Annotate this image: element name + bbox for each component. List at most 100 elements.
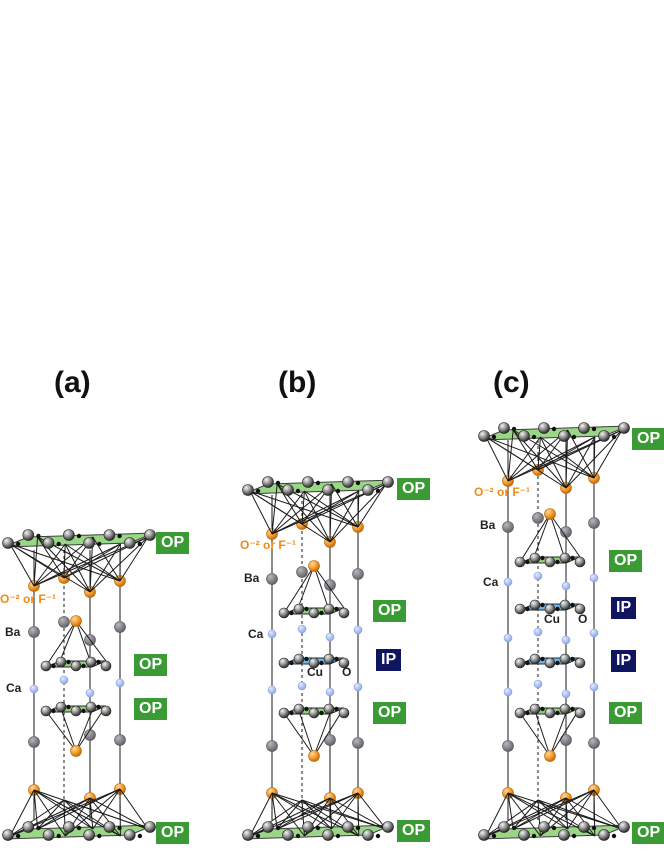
panel-a-mid1-pyramid-oxygen (71, 661, 81, 671)
panel-a-mid2-apical-anion (71, 746, 82, 757)
panel-b-top-oxygen-atom (383, 477, 394, 488)
panel-c-bottom-bond (594, 790, 622, 829)
panel-c-mid2-pyramid-oxygen (560, 704, 570, 714)
panel-a-mid2-pyramid-copper (81, 709, 85, 713)
panel-c-top-oxygen-atom (479, 431, 490, 442)
panel-b-bottom-oxygen-atom (283, 830, 294, 841)
panel-b-bottom-oxygen-atom (323, 830, 334, 841)
panel-c-bottom-copper-atom (572, 834, 576, 838)
panel-a-bottom-copper-atom (97, 834, 101, 838)
panel-c-top-oxygen-atom (559, 431, 570, 442)
panel-b-top-copper-atom (316, 481, 320, 485)
panel-b-top-copper-atom (356, 481, 360, 485)
panel-b-label: (b) (278, 366, 316, 400)
panel-c-ip2-ip-oxygen (560, 654, 570, 664)
panel-a-mid2-pyramid-edge (46, 711, 76, 751)
panel-c-cu-label: Cu (544, 612, 560, 626)
panel-c-ip1-ip-oxygen (515, 604, 525, 614)
panel-b-ca-atom (326, 688, 334, 696)
panel-b-mid2-pyramid-copper (304, 707, 308, 711)
panel-b-mid1-pyramid-oxygen (279, 608, 289, 618)
panel-c-mid2-pyramid-copper (570, 707, 574, 711)
panel-b-mid1-pyramid-copper (289, 611, 293, 615)
panel-b-bottom-oxygen-atom (303, 822, 314, 833)
panel-a-bottom-copper-atom (117, 826, 121, 830)
panel-b-ba-atom (353, 569, 364, 580)
panel-a-top-copper-atom (77, 534, 81, 538)
panel-c-ip1-ip-copper (540, 603, 544, 607)
panel-a-op-badge-1: OP (156, 532, 189, 554)
panel-b-bottom-copper-atom (256, 834, 260, 838)
panel-c-ba-atom (503, 522, 514, 533)
panel-b-ip-oxygen (294, 654, 304, 664)
panel-b-top-copper-atom (256, 489, 260, 493)
panel-c-ip2-ip-oxygen (545, 658, 555, 668)
panel-c-bottom-oxygen-atom (599, 830, 610, 841)
panel-a-top-copper-atom (36, 534, 40, 538)
panel-b-mid2-apical-anion (309, 751, 320, 762)
panel-b-mid1-pyramid-copper (304, 607, 308, 611)
panel-b-ca-atom (298, 625, 306, 633)
panel-c-mid1-pyramid-oxygen (560, 553, 570, 563)
panel-a-top-oxygen-atom (84, 538, 95, 549)
panel-c-top-oxygen-atom (519, 431, 530, 442)
panel-a-ba-atom (115, 735, 126, 746)
panel-a-top-copper-atom (97, 542, 101, 546)
panel-c-top-copper-atom (552, 427, 556, 431)
panel-c-ip2-ip-copper (540, 657, 544, 661)
panel-c-mid2-pyramid-oxygen (530, 704, 540, 714)
panel-a-bottom-copper-atom (77, 826, 81, 830)
panel-a-top-oxygen-atom (104, 530, 115, 541)
panel-a-bottom-bond (34, 790, 38, 829)
panel-b-mid1-pyramid-oxygen (309, 608, 319, 618)
panel-b-ca-atom (354, 626, 362, 634)
panel-c-op-badge-4: OP (632, 822, 664, 844)
panel-c-ip1-ip-copper (570, 603, 574, 607)
panel-a-top-bond (10, 544, 34, 586)
panel-b-cu-label: Cu (307, 665, 323, 679)
panel-a-ca-atom (60, 676, 68, 684)
panel-b-top-copper-atom (376, 489, 380, 493)
panel-a-ca-label: Ca (6, 681, 21, 695)
panel-b-top-copper-atom (296, 489, 300, 493)
panel-c-anion-label: O⁻² or F⁻¹ (474, 485, 530, 499)
panel-a-mid2-pyramid-oxygen (56, 702, 66, 712)
panel-b-ba-atom (353, 738, 364, 749)
panel-c-op-badge-3: OP (609, 702, 642, 724)
panel-a-ba-atom (29, 737, 40, 748)
panel-c-ba-label: Ba (480, 518, 495, 532)
panel-c-ca-label: Ca (483, 575, 498, 589)
panel-c-ip1-ip-oxygen (530, 600, 540, 610)
panel-c-ip-badge-1: IP (611, 597, 636, 619)
panel-a-top-copper-atom (117, 534, 121, 538)
panel-b-bottom-copper-atom (356, 826, 360, 830)
panel-a-bottom-copper-atom (57, 834, 61, 838)
panel-b-bottom-oxygen-atom (343, 822, 354, 833)
panel-b-bottom-oxygen-atom (243, 830, 254, 841)
panel-a-bottom-copper-atom (36, 826, 40, 830)
panel-c-ca-atom (562, 636, 570, 644)
panel-c-mid1-pyramid-copper (525, 560, 529, 564)
panel-c-bottom-copper-atom (612, 834, 616, 838)
panel-c-top-oxygen-atom (499, 423, 510, 434)
panel-c-ip-badge-2: IP (611, 650, 636, 672)
panel-a-mid2-pyramid-copper (51, 709, 55, 713)
panel-c-mid1-pyramid-oxygen (575, 557, 585, 567)
panel-b-mid1-pyramid-oxygen (324, 604, 334, 614)
panel-c-ip1-ip-copper (555, 607, 559, 611)
panel-c-ca-atom (562, 582, 570, 590)
panel-b-top-oxygen-atom (263, 477, 274, 488)
panel-b-op-badge-3: OP (373, 702, 406, 724)
panel-b-ip-oxygen (324, 654, 334, 664)
panel-a-mid1-pyramid-edge (76, 621, 106, 661)
panel-c-mid1-apical-anion (545, 509, 556, 520)
panel-b-mid2-pyramid-oxygen (339, 708, 349, 718)
panel-b-op-badge-1: OP (397, 478, 430, 500)
panel-b-ba-atom (267, 741, 278, 752)
panel-b-bottom-oxygen-atom (383, 822, 394, 833)
panel-c-ca-atom (534, 628, 542, 636)
panel-a-mid2-pyramid-oxygen (41, 706, 51, 716)
panel-b-o-label: O (342, 665, 351, 679)
panel-b-anion-label: O⁻² or F⁻¹ (240, 538, 296, 552)
panel-c-mid2-pyramid-edge (520, 713, 550, 756)
